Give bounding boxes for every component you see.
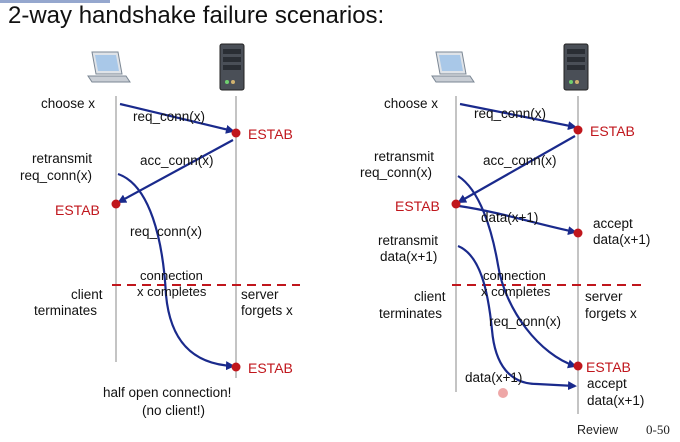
cursor-highlight-dot — [498, 388, 508, 398]
server-label: server — [241, 287, 279, 302]
laptop-icon-right — [431, 51, 475, 83]
client-estab-label: ESTAB — [55, 202, 100, 218]
server-icon-right — [563, 43, 589, 91]
retransmit-label: retransmit — [32, 151, 92, 166]
accept-second-data-label-right: data(x+1) — [587, 393, 644, 408]
req-conn-arrow-right — [459, 102, 577, 131]
server-final-estab-label-right: ESTAB — [586, 359, 631, 375]
server-estab-label-right: ESTAB — [590, 123, 635, 139]
retransmit-req-arrow-right — [457, 175, 577, 369]
req-conn-second-label: req_conn(x) — [130, 224, 202, 239]
retransmit-req-label: req_conn(x) — [20, 168, 92, 183]
retransmit-data-value-right: data(x+1) — [380, 249, 437, 264]
choose-x-label-right: choose x — [384, 96, 438, 111]
terminates-label-right: terminates — [379, 306, 442, 321]
server-icon — [219, 43, 245, 91]
x-completes-label: x completes — [137, 284, 207, 299]
data-arrow-right — [458, 204, 577, 236]
footer-page-number: 0-50 — [646, 422, 670, 437]
server-final-estab-dot — [231, 362, 241, 372]
data-second-label-right: data(x+1) — [465, 370, 522, 385]
client-label: client — [71, 287, 103, 302]
connection-label: connection — [140, 268, 203, 283]
x-completes-label-right: x completes — [481, 284, 551, 299]
data-label-right: data(x+1) — [481, 210, 538, 225]
server-estab-dot-right — [573, 125, 583, 135]
server-final-estab-dot-right — [573, 361, 583, 371]
client-estab-label-right: ESTAB — [395, 198, 440, 214]
accept-second-label-right: accept — [587, 376, 627, 391]
connection-label-right: connection — [483, 268, 546, 283]
client-label-right: client — [414, 289, 446, 304]
accept-dot-right — [573, 228, 583, 238]
header-accent-strip — [0, 0, 110, 3]
req-conn-second-label-right: req_conn(x) — [489, 314, 561, 329]
server-final-estab-label: ESTAB — [248, 360, 293, 376]
accept-data-label-right: data(x+1) — [593, 232, 650, 247]
req-conn-arrow — [119, 102, 235, 134]
client-estab-dot — [111, 199, 121, 209]
acc-conn-label: acc_conn(x) — [140, 153, 214, 168]
req-conn-label: req_conn(x) — [133, 109, 205, 124]
retransmit-label-right: retransmit — [374, 149, 434, 164]
server-estab-label: ESTAB — [248, 126, 293, 142]
client-estab-dot-right — [451, 199, 461, 209]
retransmit-data-arrow-right — [457, 244, 577, 391]
forgets-x-label-right: forgets x — [585, 306, 637, 321]
page-title: 2-way handshake failure scenarios: — [8, 2, 385, 29]
server-estab-dot — [231, 128, 241, 138]
req-conn-label-right: req_conn(x) — [474, 106, 546, 121]
retransmit-req-label-right: req_conn(x) — [360, 165, 432, 180]
retransmit-data-label-right: retransmit — [378, 233, 438, 248]
terminates-label: terminates — [34, 303, 97, 318]
acc-conn-label-right: acc_conn(x) — [483, 153, 557, 168]
forgets-x-label: forgets x — [241, 303, 293, 318]
acc-conn-arrow — [117, 139, 234, 203]
footer-review-label: Review — [577, 423, 619, 437]
retransmit-req-arrow — [117, 172, 235, 371]
half-open-label: half open connection! — [103, 385, 231, 400]
choose-x-label: choose x — [41, 96, 95, 111]
laptop-icon — [87, 51, 131, 83]
no-client-label: (no client!) — [142, 403, 205, 418]
acc-conn-arrow-right — [457, 135, 576, 203]
server-label-right: server — [585, 289, 623, 304]
accept-label-right: accept — [593, 216, 633, 231]
